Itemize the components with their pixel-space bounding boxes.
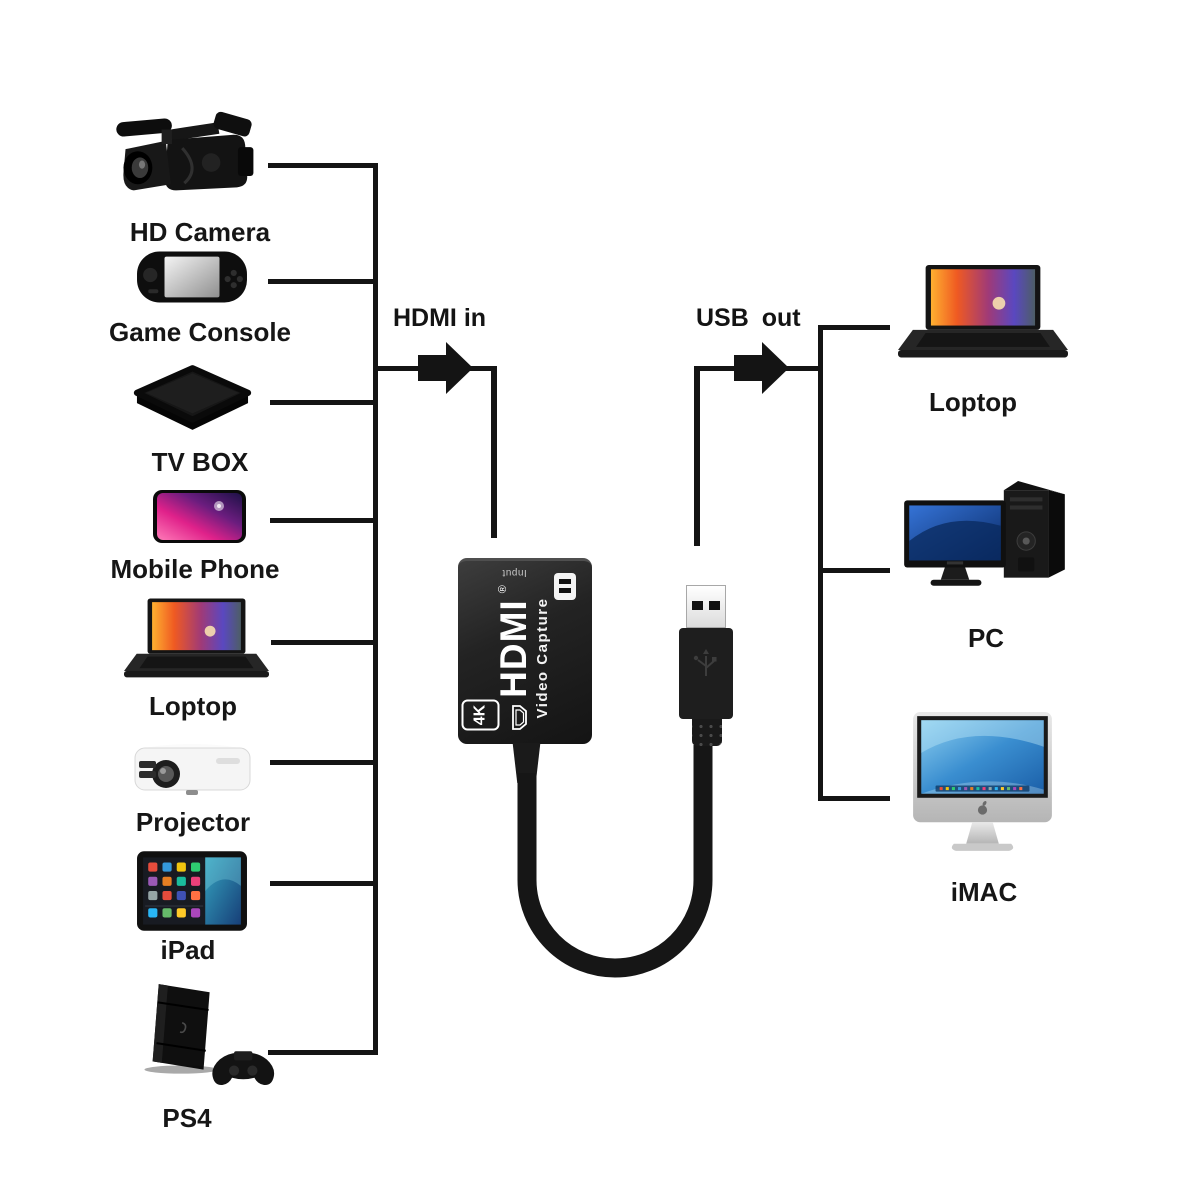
usb-out-horizontal-line-2 bbox=[785, 366, 823, 371]
usb-out-horizontal-line-1 bbox=[697, 366, 742, 371]
usb-out-arrowhead-icon bbox=[762, 342, 789, 394]
usb-cable bbox=[517, 745, 713, 978]
hdmi-in-label: HDMI in bbox=[393, 304, 487, 332]
hd-camera-label: HD Camera bbox=[129, 217, 271, 247]
usb-out-arrow bbox=[734, 355, 762, 381]
pc-connector-line bbox=[820, 568, 890, 573]
left-bus-line bbox=[373, 163, 378, 1055]
usb-out-label: USB out bbox=[696, 304, 801, 332]
ps4-connector-line bbox=[268, 1050, 375, 1055]
tv-box-connector-line bbox=[270, 400, 375, 405]
ipad-connector-line bbox=[270, 881, 375, 886]
usb-plug-body bbox=[679, 628, 733, 719]
capture-subtitle-text: Video Capture bbox=[534, 597, 552, 719]
imac-label: iMAC bbox=[950, 877, 1018, 907]
desktop-pc-label: PC bbox=[967, 623, 1005, 653]
ps4-label: PS4 bbox=[162, 1103, 212, 1133]
registered-trademark-icon: ® bbox=[496, 585, 509, 594]
game-console-label: Game Console bbox=[108, 317, 292, 347]
hdmi-port-icon bbox=[554, 573, 576, 600]
laptop-right-icon bbox=[898, 262, 1068, 370]
capture-brand-text: HDMI bbox=[492, 599, 534, 698]
mobile-phone-label: Mobile Phone bbox=[110, 554, 280, 584]
hd-camera-connector-line bbox=[268, 163, 375, 168]
hdmi-in-arrow bbox=[418, 355, 446, 381]
4k-badge: 4K bbox=[461, 699, 500, 731]
projector-label: Projector bbox=[135, 807, 251, 837]
hdmi-in-vertical-line bbox=[491, 366, 497, 538]
usb-plug-metal bbox=[686, 585, 726, 628]
usb-out-vertical-line bbox=[694, 366, 700, 546]
tv-box-label: TV BOX bbox=[151, 447, 249, 477]
usb-plug-strain-relief bbox=[692, 719, 722, 746]
mobile-phone-connector-line bbox=[270, 518, 375, 523]
ipad-label: iPad bbox=[160, 935, 216, 965]
game-console-icon bbox=[136, 250, 248, 304]
tv-box-icon bbox=[120, 362, 265, 434]
4k-badge-text: 4K bbox=[471, 704, 489, 726]
imac-connector-line bbox=[818, 796, 890, 801]
capture-device: Input HDMI ® Video Capture 4K bbox=[458, 558, 592, 744]
ipad-icon bbox=[136, 850, 248, 932]
hd-camera-icon bbox=[108, 108, 273, 213]
desktop-pc-icon bbox=[896, 478, 1074, 598]
projector-connector-line bbox=[270, 760, 375, 765]
laptop-left-label: Loptop bbox=[148, 691, 238, 721]
capture-device-print: HDMI ® Video Capture bbox=[488, 573, 560, 743]
imac-icon bbox=[900, 710, 1065, 858]
right-bus-line bbox=[818, 325, 823, 801]
laptop-left-connector-line bbox=[271, 640, 375, 645]
mobile-phone-icon bbox=[152, 488, 247, 545]
ps4-icon bbox=[128, 980, 276, 1094]
laptop-left-icon bbox=[124, 596, 269, 688]
hdmi-in-arrowhead-icon bbox=[446, 342, 473, 394]
hdmi-connector-icon bbox=[512, 704, 528, 730]
laptop-right-label: Loptop bbox=[928, 387, 1018, 417]
projector-icon bbox=[130, 738, 255, 800]
laptop-right-connector-line bbox=[820, 325, 890, 330]
game-console-connector-line bbox=[268, 279, 375, 284]
